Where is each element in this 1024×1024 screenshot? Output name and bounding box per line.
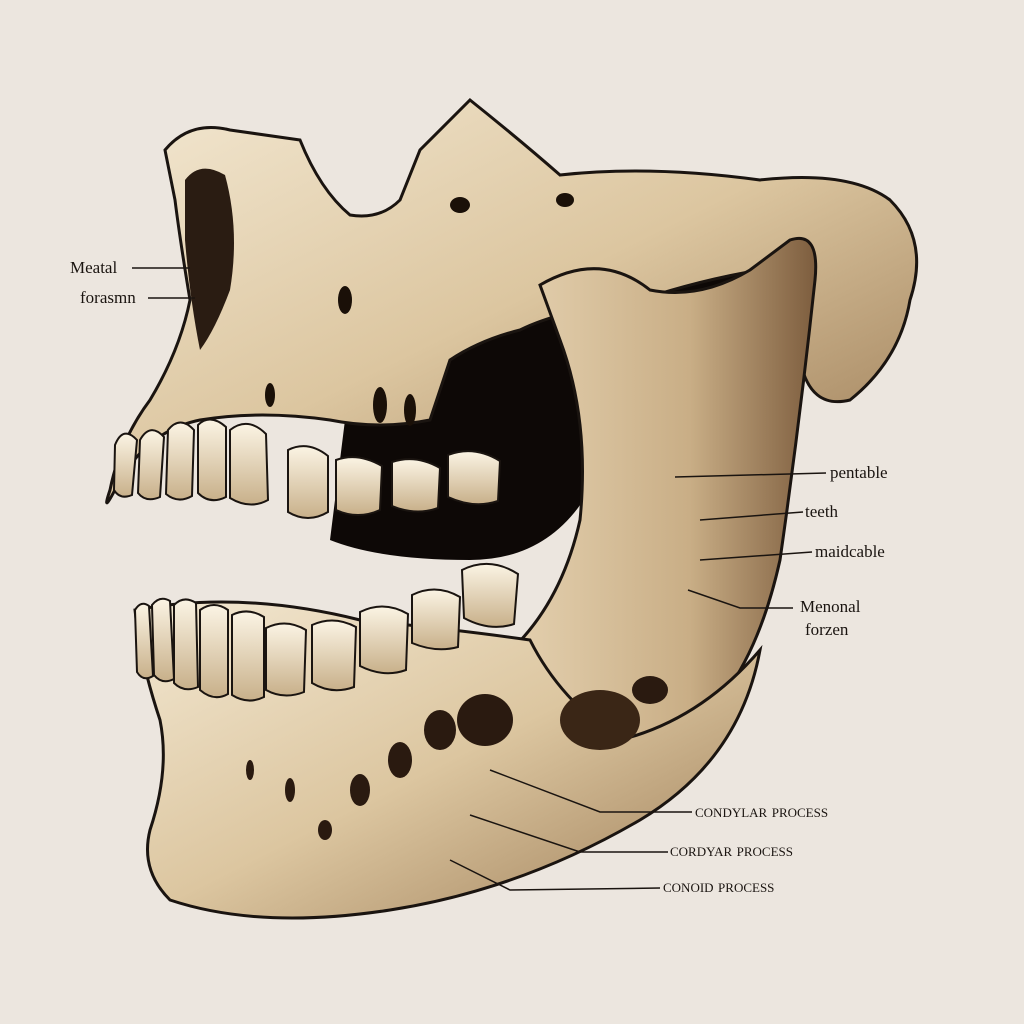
label-menonal-line2: forzen bbox=[805, 620, 849, 639]
leader-line bbox=[469, 814, 668, 853]
foramen-hole bbox=[338, 286, 352, 314]
leader-line bbox=[699, 551, 813, 561]
leader-lines bbox=[132, 267, 827, 891]
mandible-cavity bbox=[457, 694, 513, 746]
mandible-cavity bbox=[388, 742, 412, 778]
mandible-cavity bbox=[318, 820, 332, 840]
mandible-cavity bbox=[632, 676, 668, 704]
label-mental-foramen-line1: Meatal bbox=[70, 258, 118, 277]
leader-line bbox=[699, 511, 804, 521]
leader-line bbox=[449, 859, 661, 891]
label-mental-foramen-line2: forasmn bbox=[80, 288, 136, 307]
label-menonal-line1: Menonal bbox=[800, 597, 861, 616]
upper-teeth bbox=[112, 418, 502, 519]
label-pentable: pentable bbox=[830, 463, 888, 482]
foramen-hole bbox=[450, 197, 470, 213]
mandible-cavity bbox=[350, 774, 370, 806]
label-conoid-process: conoid process bbox=[663, 876, 775, 896]
mandible-cavity bbox=[424, 710, 456, 750]
foramen-hole bbox=[373, 387, 387, 423]
label-teeth: teeth bbox=[805, 502, 839, 521]
mandible-cavity bbox=[285, 778, 295, 802]
leader-line bbox=[489, 769, 692, 813]
foramen-hole bbox=[404, 394, 416, 426]
mandible-cavity bbox=[560, 690, 640, 750]
leader-line bbox=[687, 589, 793, 609]
foramen-hole bbox=[556, 193, 574, 207]
leader-line bbox=[674, 472, 827, 478]
label-condylar-process-1: condylar process bbox=[695, 801, 829, 821]
mandible-cavity bbox=[246, 760, 254, 780]
foramen-hole bbox=[265, 383, 275, 407]
mandible-ramus bbox=[498, 237, 818, 802]
lower-teeth bbox=[133, 563, 520, 702]
label-condylar-process-2: cordyar process bbox=[670, 840, 793, 860]
label-maidcable: maidcable bbox=[815, 542, 885, 561]
orbit-socket bbox=[185, 168, 234, 350]
